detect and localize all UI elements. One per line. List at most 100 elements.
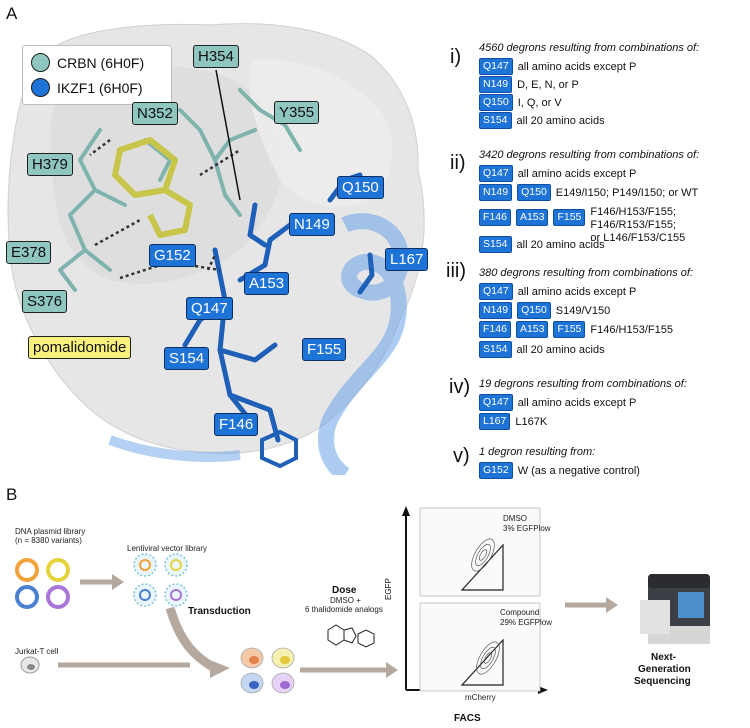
- residue-label-a153: A153: [244, 272, 290, 295]
- transduced-cells: [240, 647, 295, 694]
- degron-rule: L167K: [515, 415, 548, 428]
- residue-label-h354: H354: [193, 45, 239, 68]
- residue-chip: N149: [479, 302, 513, 319]
- panel-b-letter: B: [6, 485, 18, 504]
- degron-title: 3420 degrons resulting from combinations…: [479, 149, 700, 161]
- residue-label-f146: F146: [214, 413, 259, 436]
- dose-title: Dose: [332, 585, 357, 596]
- degron-numeral: iv): [449, 376, 471, 398]
- degron-rule: W (as a negative control): [517, 464, 640, 477]
- residue-chip: F155: [553, 209, 586, 226]
- residue-chip: S154: [479, 236, 512, 253]
- degron-rule: all amino acids except P: [517, 396, 637, 409]
- residue-label-f155: F155: [302, 338, 347, 361]
- thalidomide-structure: [327, 624, 375, 648]
- residue-label-n352: N352: [132, 102, 178, 125]
- ngs-line-2: Generation: [638, 664, 691, 675]
- residue-chip: S154: [479, 341, 512, 358]
- residue-chip: A153: [515, 321, 549, 338]
- contours-bottom: [476, 641, 500, 675]
- degron-row: Q150 I, Q, or V: [479, 94, 562, 111]
- residue-chip: Q147: [479, 165, 513, 182]
- residue-label-g152: G152: [149, 244, 196, 267]
- residue-chip: Q150: [517, 184, 551, 201]
- degron-rule: E149/I150; P149/I150; or WT: [555, 186, 699, 199]
- degron-rule-cont: or L146/F153/C155: [590, 232, 686, 244]
- degron-rule: all 20 amino acids: [516, 238, 605, 251]
- residue-chip: F155: [553, 321, 586, 338]
- residue-label-l167: L167: [385, 248, 429, 271]
- legend-label-crbn: CRBN (6H0F): [57, 54, 145, 71]
- degron-rule: S149/V150: [555, 304, 611, 317]
- legend-swatch-crbn: [31, 53, 50, 72]
- ngs-line-3: Sequencing: [634, 676, 691, 687]
- legend-item-crbn: CRBN (6H0F): [31, 53, 144, 72]
- contours-top: [471, 538, 495, 572]
- degron-numeral: v): [453, 445, 470, 467]
- plot-top-line-2: 3% EGFPlow: [503, 524, 551, 533]
- residue-chip: Q150: [479, 94, 513, 111]
- degron-row: Q147 all amino acids except P: [479, 58, 636, 75]
- degron-row: S154 all 20 amino acids: [479, 236, 605, 253]
- ngs-line-1: Next-: [651, 652, 677, 663]
- residue-chip: N149: [479, 184, 513, 201]
- degron-rule-block: F146/H153/F155; F146/R153/F155; or L146/…: [590, 206, 750, 245]
- residue-label-s154: S154: [164, 347, 210, 370]
- structure-legend: CRBN (6H0F) IKZF1 (6H0F): [22, 45, 172, 105]
- sequencer-icon: [640, 574, 710, 644]
- jurkat-label: Jurkat-T cell: [15, 647, 59, 656]
- degron-row: Q147 all amino acids except P: [479, 165, 636, 182]
- legend-label-ikzf1: IKZF1 (6H0F): [57, 79, 143, 96]
- ligand-label-pomalidomide: pomalidomide: [28, 336, 132, 359]
- plasmid-library-count: (n = 8380 variants): [15, 536, 82, 545]
- residue-label-y355: Y355: [274, 101, 320, 124]
- degron-row: Q147 all amino acids except P: [479, 394, 636, 411]
- y-axis-label: EGFP: [384, 578, 393, 600]
- residue-label-s376: S376: [22, 290, 68, 313]
- residue-chip: Q150: [517, 302, 551, 319]
- legend-swatch-ikzf1: [31, 78, 50, 97]
- residue-chip: A153: [515, 209, 549, 226]
- residue-chip: Q147: [479, 58, 513, 75]
- degron-numeral: ii): [450, 152, 466, 174]
- transduction-label: Transduction: [188, 606, 251, 617]
- residue-chip: S154: [479, 112, 512, 129]
- legend-item-ikzf1: IKZF1 (6H0F): [31, 78, 143, 97]
- gates: [460, 543, 504, 686]
- degron-rule: D, E, N, or P: [517, 78, 579, 91]
- degron-numeral: iii): [446, 260, 466, 282]
- residue-label-q150: Q150: [337, 176, 384, 199]
- dose-line-1: DMSO +: [330, 596, 361, 605]
- residue-label-q147: Q147: [186, 297, 233, 320]
- dose-line-2: 6 thalidomide analogs: [305, 605, 383, 614]
- degron-rule: I, Q, or V: [517, 96, 562, 109]
- facs-label: FACS: [454, 713, 481, 724]
- degron-rule: all amino acids except P: [517, 285, 637, 298]
- lentivirus-icons: [133, 553, 188, 607]
- degron-rule: all 20 amino acids: [516, 114, 605, 127]
- residue-label-e378: E378: [6, 241, 52, 264]
- plasmid-library-label: DNA plasmid library: [15, 527, 86, 536]
- degron-title: 19 degrons resulting from combinations o…: [479, 378, 687, 390]
- residue-chip: Q147: [479, 283, 513, 300]
- degron-title: 4560 degrons resulting from combinations…: [479, 42, 700, 54]
- degron-rule: F146/H153/F155: [590, 323, 673, 336]
- degron-rule: all amino acids except P: [517, 60, 637, 73]
- degron-rule: all 20 amino acids: [516, 343, 605, 356]
- residue-chip: F146: [479, 321, 511, 338]
- plasmid-icons: [15, 558, 70, 609]
- residue-chip: G152: [479, 462, 513, 479]
- lentiviral-library-label: Lentiviral vector library: [127, 544, 208, 553]
- residue-label-h379: H379: [27, 153, 73, 176]
- degron-rule: all amino acids except P: [517, 167, 637, 180]
- residue-chip: L167: [479, 413, 511, 430]
- residue-chip: Q147: [479, 394, 513, 411]
- workflow-illustration: [15, 506, 710, 694]
- plot-bottom-line-2: 29% EGFPlow: [500, 618, 553, 627]
- degron-row: S154 all 20 amino acids: [479, 341, 605, 358]
- x-axis-label: mCherry: [465, 693, 496, 702]
